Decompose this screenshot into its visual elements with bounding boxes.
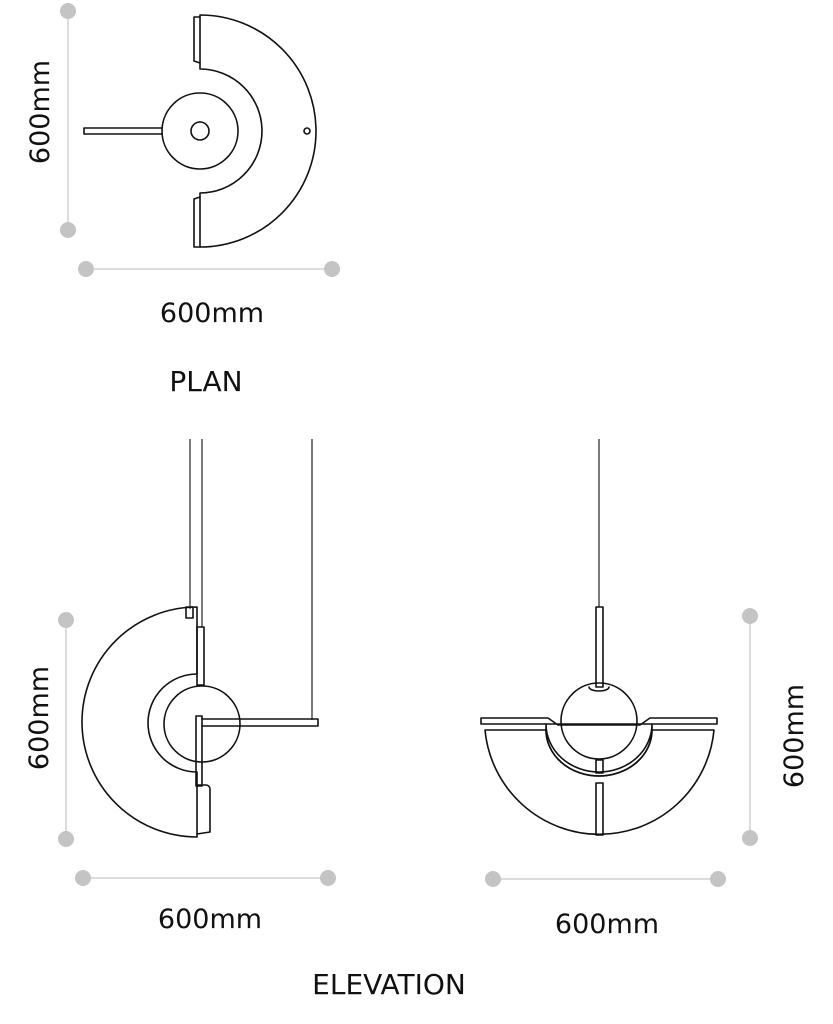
plan-view bbox=[83, 14, 317, 248]
side-height-dimension bbox=[58, 612, 74, 847]
front-collar bbox=[595, 759, 604, 774]
front-slot bbox=[595, 782, 604, 836]
plan-caption: PLAN bbox=[169, 365, 242, 398]
plan-height-dimension bbox=[60, 3, 76, 238]
plan-width-label: 600mm bbox=[160, 298, 264, 329]
front-height-dimension bbox=[742, 608, 758, 846]
plan-shade bbox=[199, 14, 317, 248]
plan-tab-top bbox=[193, 16, 201, 64]
side-cross-slot bbox=[195, 715, 203, 787]
side-height-label: 600mm bbox=[24, 666, 55, 770]
front-globe bbox=[560, 682, 638, 760]
side-elevation-view bbox=[81, 439, 319, 838]
front-width-label: 600mm bbox=[555, 909, 659, 940]
elevation-caption: ELEVATION bbox=[312, 968, 466, 1001]
plan-arm bbox=[83, 127, 163, 135]
plan-globe bbox=[161, 92, 239, 170]
side-width-label: 600mm bbox=[158, 904, 262, 935]
side-arm bbox=[201, 718, 319, 727]
plan-hole bbox=[303, 127, 311, 135]
side-width-dimension bbox=[75, 870, 336, 886]
front-shade bbox=[484, 729, 715, 836]
side-stem bbox=[196, 626, 205, 686]
side-shade bbox=[81, 606, 198, 838]
front-elevation-view bbox=[480, 439, 718, 836]
front-stem bbox=[595, 606, 604, 688]
front-globe-cap bbox=[588, 686, 610, 692]
plan-globe-center bbox=[190, 121, 210, 141]
side-top-notch bbox=[185, 606, 194, 619]
front-height-label: 600mm bbox=[779, 684, 810, 788]
front-width-dimension bbox=[485, 871, 726, 887]
side-bottom-tab bbox=[196, 784, 211, 835]
front-rim bbox=[480, 717, 718, 726]
plan-height-label: 600mm bbox=[25, 60, 56, 164]
plan-width-dimension bbox=[78, 261, 340, 277]
plan-tab-bottom bbox=[193, 196, 201, 248]
